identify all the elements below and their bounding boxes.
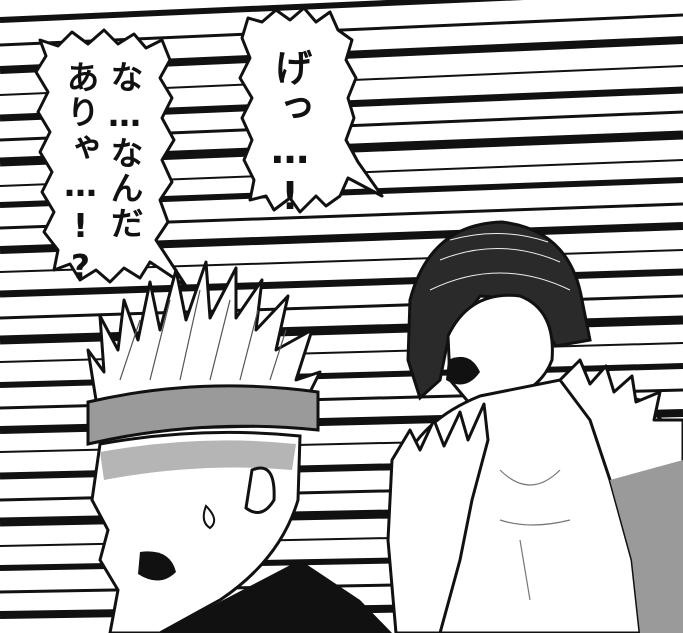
speech-bubble-2-text: な…なんだ ありゃ…!? <box>58 60 146 288</box>
character-long-hair <box>386 220 683 633</box>
speech-bubble-1-line-1: げっ…! <box>268 48 312 220</box>
speech-bubble-2-line-1: な…なんだ <box>105 60 144 241</box>
speech-bubble-1-text: げっ…! <box>268 48 312 220</box>
speech-bubble-2-line-2: ありゃ…!? <box>61 60 100 288</box>
character-spiky-hair <box>86 260 392 633</box>
speech-bubble-2 <box>34 28 188 288</box>
speech-bubble-1 <box>238 6 384 214</box>
